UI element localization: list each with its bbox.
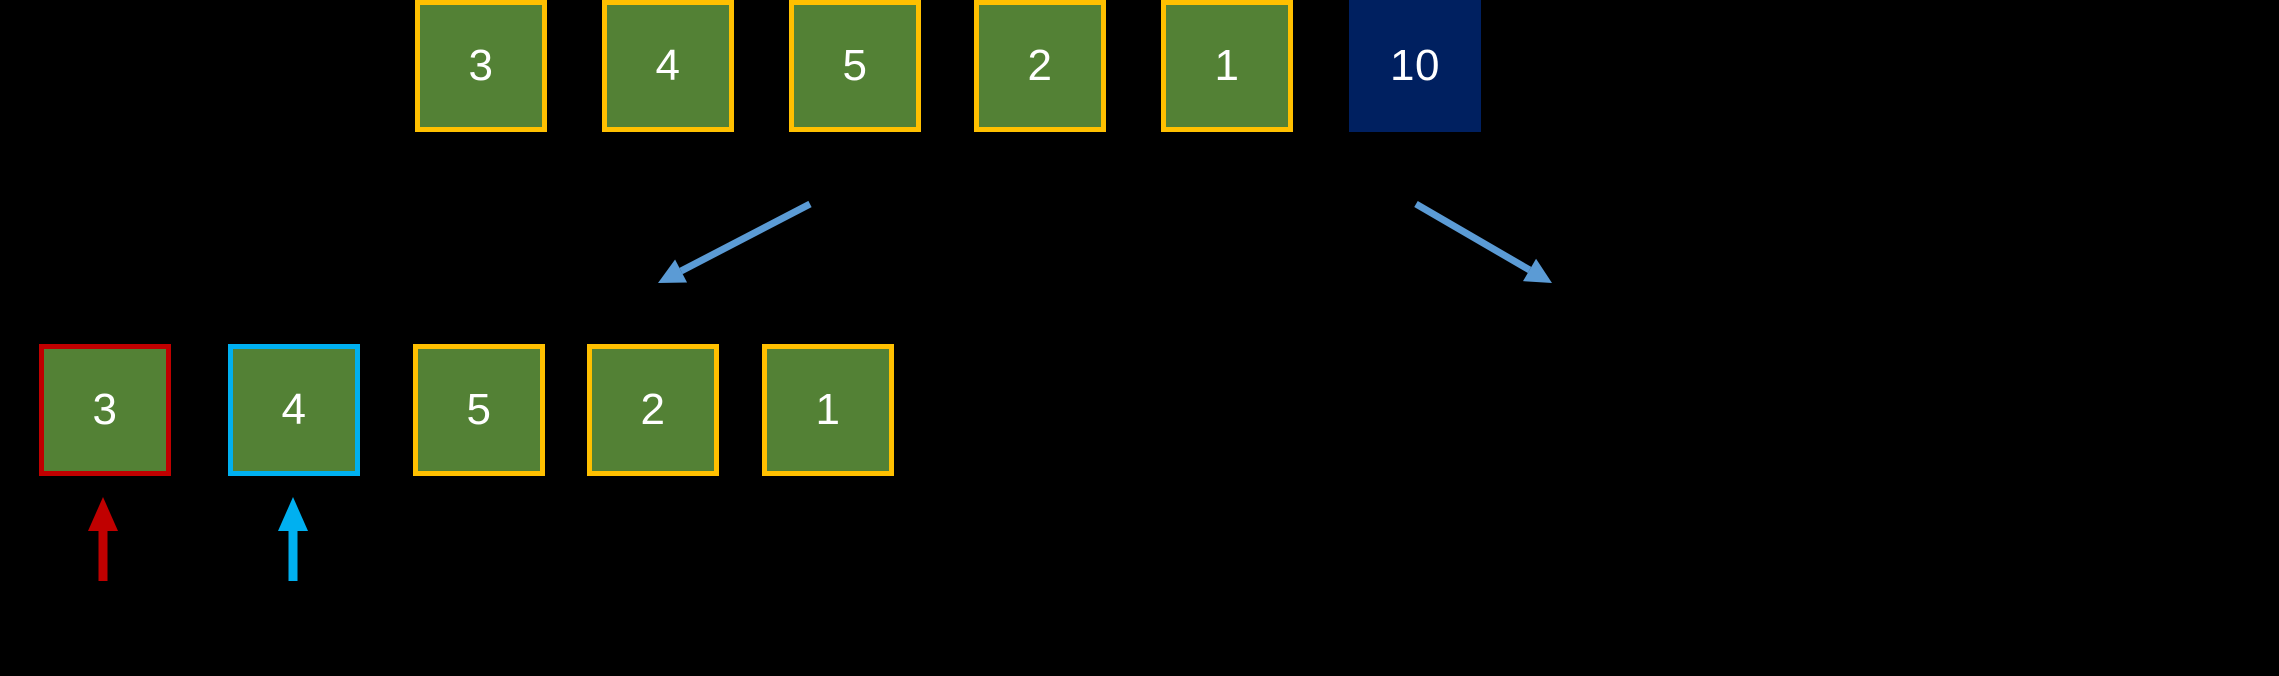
pointer-arrow-cyan	[278, 497, 308, 581]
arrow-head	[278, 497, 308, 531]
arrow-head	[1522, 258, 1552, 283]
array-cell[interactable]: 1	[1161, 0, 1293, 132]
array-cell[interactable]: 5	[413, 344, 545, 476]
arrow-shaft	[679, 200, 812, 275]
arrow-split-left	[658, 200, 812, 283]
array-cell-value: 2	[640, 385, 666, 434]
array-cell[interactable]: 4	[602, 0, 734, 132]
array-cell-value: 3	[92, 385, 118, 434]
array-cell-value: 1	[815, 385, 841, 434]
array-cell-value: 4	[281, 385, 307, 434]
array-cell[interactable]: 4	[228, 344, 360, 476]
array-cell-value: 5	[466, 385, 492, 434]
array-cell-value: 3	[468, 41, 494, 90]
arrow-head	[88, 497, 118, 531]
array-cell[interactable]: 3	[415, 0, 547, 132]
array-cell-value: 1	[1214, 41, 1240, 90]
arrow-split-right	[1414, 200, 1552, 283]
array-cell-value: 2	[1027, 41, 1053, 90]
array-cell[interactable]: 3	[39, 344, 171, 476]
array-cell[interactable]: 5	[789, 0, 921, 132]
array-cell[interactable]: 10	[1349, 0, 1481, 132]
array-cell[interactable]: 1	[762, 344, 894, 476]
arrow-shaft	[1414, 200, 1532, 273]
array-cell-value: 5	[842, 41, 868, 90]
array-cell[interactable]: 2	[974, 0, 1106, 132]
array-cell[interactable]: 2	[587, 344, 719, 476]
pointer-arrow-red	[88, 497, 118, 581]
array-cell-value: 4	[655, 41, 681, 90]
array-cell-value: 10	[1390, 41, 1440, 90]
arrow-head	[658, 259, 688, 283]
